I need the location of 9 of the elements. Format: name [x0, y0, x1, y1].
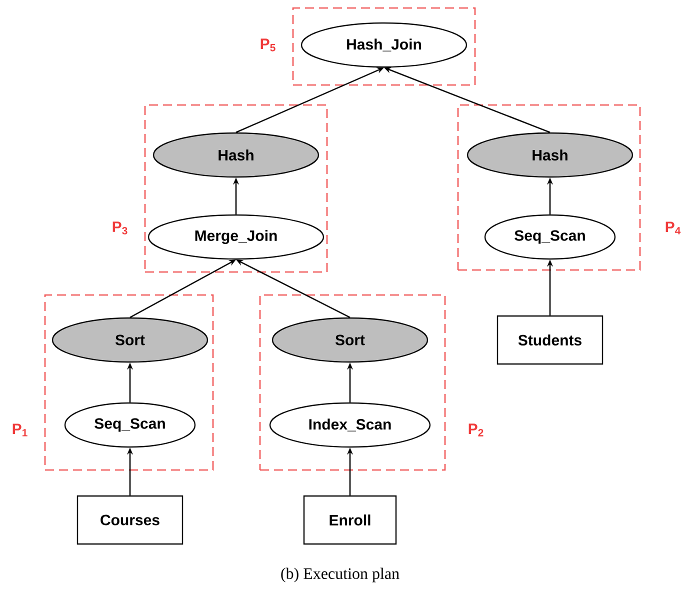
table-box: Courses — [76, 495, 184, 545]
group-label: P$_{4}$ — [666, 222, 681, 234]
table-box: Students — [496, 315, 604, 365]
caption: (b) Execution plan — [281, 568, 400, 582]
table-box: Enroll — [303, 495, 397, 545]
group-label: P$_{2}$ — [468, 424, 484, 436]
group-label: P$_{5}$ — [260, 38, 276, 52]
group-label: P$_{1}$ — [12, 424, 28, 436]
group-label: P$_{3}$ — [112, 222, 128, 234]
